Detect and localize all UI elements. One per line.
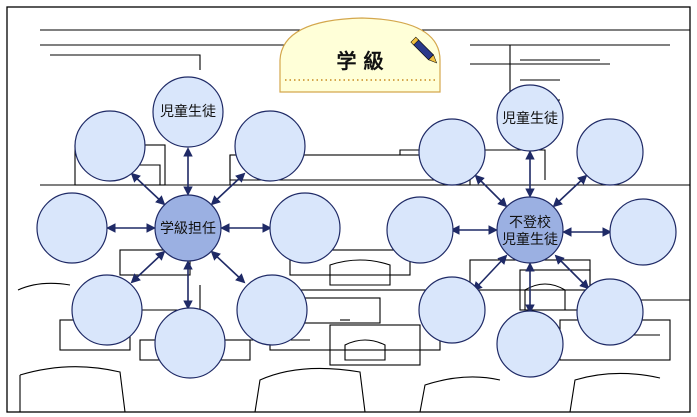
pencil-icon: [410, 36, 438, 64]
student-circle-right-topleft: [418, 118, 486, 186]
student-circle-right-topright: [576, 118, 644, 186]
diagram-frame: [6, 6, 691, 413]
student-circle-left-topright: [234, 110, 306, 182]
title-banner: 学 級: [279, 17, 441, 93]
student-circle-right-bottomleft: [418, 276, 486, 344]
right-arrows: [450, 150, 612, 314]
absent-student-circle: [496, 196, 564, 264]
left-group: [36, 76, 341, 379]
left-arrows: [106, 147, 272, 310]
arrow-right-topleft: [474, 174, 508, 208]
student-circle-right-bottomright: [576, 278, 644, 346]
arrow-right-bottomleft: [472, 254, 508, 292]
student-circle-left-top: [152, 76, 224, 148]
student-circle-left-bottom: [154, 307, 226, 379]
arrow-left-bottomleft: [130, 250, 166, 284]
student-circle-right-left: [386, 196, 454, 264]
left-top-label: 児童生徒: [160, 103, 216, 120]
absent-label-line1: 不登校: [509, 214, 551, 231]
student-circle-left-left: [36, 192, 108, 264]
student-circle-left-bottomright: [236, 274, 308, 346]
student-circle-left-right: [269, 192, 341, 264]
right-top-label: 児童生徒: [502, 110, 558, 127]
teacher-circle: [154, 194, 222, 262]
student-circle-left-topleft: [74, 110, 146, 182]
arrow-left-topleft: [130, 172, 166, 206]
arrow-right-topright: [552, 174, 588, 208]
student-circle-right-right: [609, 198, 677, 266]
arrow-right-bottomright: [554, 254, 590, 290]
title-text: 学 級: [337, 49, 384, 73]
student-circle-left-bottomleft: [71, 274, 143, 346]
absent-label-line2: 児童生徒: [502, 231, 558, 248]
arrow-left-topright: [210, 172, 246, 206]
arrow-left-bottomright: [210, 250, 246, 284]
teacher-label: 学級担任: [160, 221, 216, 237]
student-circle-right-top: [496, 84, 564, 152]
student-circle-right-bottom: [496, 310, 564, 378]
right-group: [386, 84, 677, 378]
